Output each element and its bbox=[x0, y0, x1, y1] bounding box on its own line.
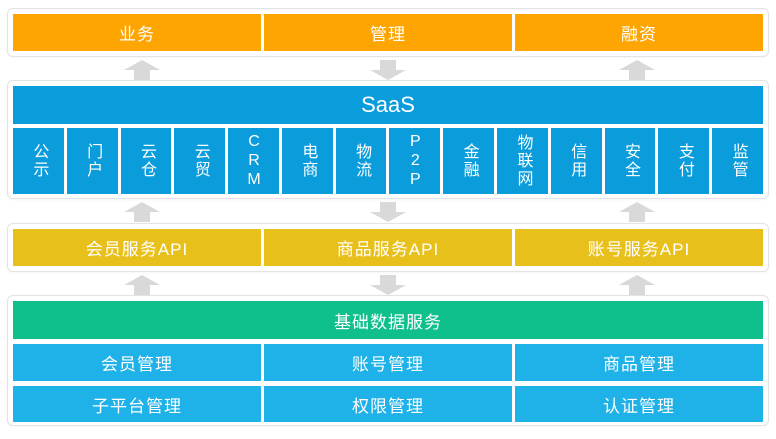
arrow-up-icon bbox=[124, 275, 160, 295]
arrow-down-icon bbox=[370, 275, 406, 295]
module-box-jianguan: 监管 bbox=[712, 128, 763, 194]
api-box-product: 商品服务API bbox=[264, 229, 512, 266]
top-box-management: 管理 bbox=[264, 14, 512, 51]
module-box-anquan: 安全 bbox=[604, 128, 656, 194]
arrow-up-icon bbox=[619, 60, 655, 80]
module-label: 金融 bbox=[460, 143, 478, 179]
base-box-member-mgmt: 会员管理 bbox=[13, 344, 261, 381]
module-box-yuncang: 云仓 bbox=[120, 128, 172, 194]
base-box-auth-mgmt: 认证管理 bbox=[515, 386, 763, 422]
module-box-zhifu: 支付 bbox=[658, 128, 710, 194]
module-label: 物流 bbox=[353, 143, 371, 179]
base-box-label: 商品管理 bbox=[603, 355, 675, 374]
top-box-label: 业务 bbox=[119, 25, 155, 44]
base-box-label: 权限管理 bbox=[352, 396, 424, 416]
arrow-up-icon bbox=[124, 60, 160, 80]
api-layer-card: 会员服务API 商品服务API 账号服务API bbox=[7, 223, 769, 272]
arrow-up-icon bbox=[619, 202, 655, 222]
base-row-1: 会员管理 账号管理 商品管理 bbox=[13, 344, 763, 381]
module-box-gongshi: 公示 bbox=[13, 128, 64, 194]
module-label: CRM bbox=[245, 132, 263, 190]
module-label: P2P bbox=[406, 132, 424, 190]
base-row-2: 子平台管理 权限管理 认证管理 bbox=[13, 386, 763, 422]
base-services-banner: 基础数据服务 bbox=[13, 301, 763, 339]
module-label: 信用 bbox=[568, 143, 586, 179]
base-box-label: 认证管理 bbox=[603, 396, 675, 416]
top-box-label: 管理 bbox=[370, 25, 406, 44]
module-box-menhu: 门户 bbox=[66, 128, 118, 194]
base-box-subplatform-mgmt: 子平台管理 bbox=[13, 386, 261, 422]
api-box-member: 会员服务API bbox=[13, 229, 261, 266]
module-box-p2p: P2P bbox=[389, 128, 441, 194]
base-services-title: 基础数据服务 bbox=[334, 312, 442, 332]
api-box-account: 账号服务API bbox=[515, 229, 763, 266]
base-box-label: 账号管理 bbox=[352, 355, 424, 374]
module-box-wulianwang: 物联网 bbox=[497, 128, 548, 194]
module-label: 门户 bbox=[84, 143, 102, 179]
module-label: 电商 bbox=[299, 143, 317, 179]
module-box-yunmao: 云贸 bbox=[174, 128, 226, 194]
base-box-permission-mgmt: 权限管理 bbox=[264, 386, 512, 422]
module-label: 云贸 bbox=[191, 143, 209, 179]
saas-title: SaaS bbox=[361, 92, 415, 117]
base-box-label: 会员管理 bbox=[101, 355, 173, 374]
module-label: 支付 bbox=[675, 143, 693, 179]
module-box-wuliu: 物流 bbox=[335, 128, 387, 194]
module-box-dianshang: 电商 bbox=[281, 128, 333, 194]
saas-layer-card: SaaS 公示 门户 云仓 云贸 CRM 电商 物流 P2P 金融 物联网 信用… bbox=[7, 80, 769, 199]
module-box-jinrong: 金融 bbox=[443, 128, 495, 194]
base-box-product-mgmt: 商品管理 bbox=[515, 344, 763, 381]
arrow-up-icon bbox=[124, 202, 160, 222]
module-label: 公示 bbox=[30, 143, 48, 179]
top-box-label: 融资 bbox=[621, 25, 657, 44]
module-label: 云仓 bbox=[137, 143, 155, 179]
api-box-label: 账号服务API bbox=[587, 240, 691, 259]
arrow-up-icon bbox=[619, 275, 655, 295]
base-layer-card: 基础数据服务 会员管理 账号管理 商品管理 子平台管理 权限管理 认证管理 bbox=[7, 295, 769, 426]
top-box-financing: 融资 bbox=[515, 14, 763, 51]
api-box-label: 会员服务API bbox=[85, 240, 189, 259]
saas-banner: SaaS bbox=[13, 86, 763, 124]
top-layer-card: 业务 管理 融资 bbox=[7, 8, 769, 57]
arrow-down-icon bbox=[370, 60, 406, 80]
base-box-label: 子平台管理 bbox=[92, 396, 182, 416]
module-label: 物联网 bbox=[514, 134, 532, 188]
top-box-business: 业务 bbox=[13, 14, 261, 51]
module-label: 安全 bbox=[622, 143, 640, 179]
api-box-label: 商品服务API bbox=[336, 240, 440, 259]
module-box-xinyong: 信用 bbox=[550, 128, 602, 194]
saas-module-row: 公示 门户 云仓 云贸 CRM 电商 物流 P2P 金融 物联网 信用 安全 支… bbox=[13, 128, 763, 194]
base-box-account-mgmt: 账号管理 bbox=[264, 344, 512, 381]
arrow-down-icon bbox=[370, 202, 406, 222]
module-box-crm: CRM bbox=[228, 128, 279, 194]
module-label: 监管 bbox=[729, 143, 747, 179]
